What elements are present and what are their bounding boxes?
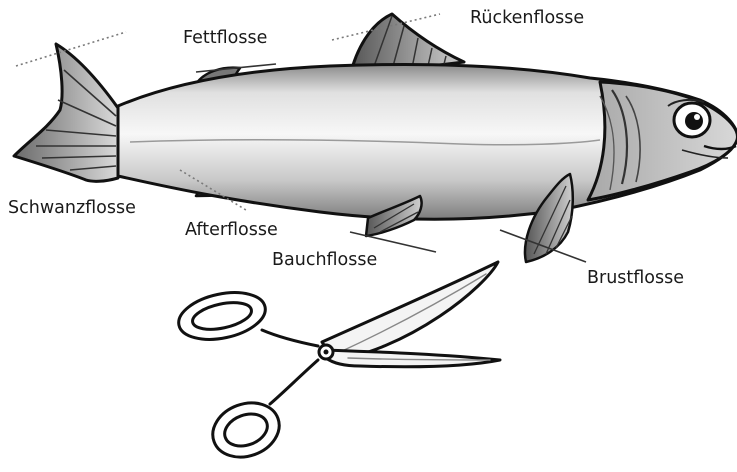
label-afterflosse: Afterflosse bbox=[185, 222, 278, 240]
label-fettflosse: Fettflosse bbox=[183, 30, 267, 48]
label-rueckenflosse: Rückenflosse bbox=[470, 10, 584, 28]
label-brustflosse: Brustflosse bbox=[587, 270, 684, 288]
tail-fin bbox=[14, 44, 118, 181]
fish-head bbox=[588, 82, 737, 200]
label-schwanzflosse: Schwanzflosse bbox=[8, 200, 136, 218]
scissors-illustration bbox=[174, 262, 500, 466]
label-bauchflosse: Bauchflosse bbox=[272, 252, 377, 270]
